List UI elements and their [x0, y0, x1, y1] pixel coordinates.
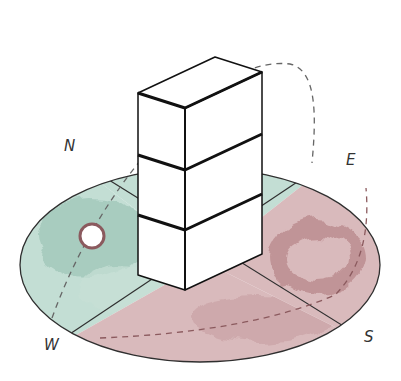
building [138, 57, 262, 290]
compass-label: W [44, 338, 59, 353]
compass-label: E [346, 153, 355, 168]
compass-label: S [364, 330, 374, 345]
ground-tint [0, 60, 401, 381]
sun-symbol [80, 224, 104, 248]
compass-label: N [64, 139, 75, 154]
